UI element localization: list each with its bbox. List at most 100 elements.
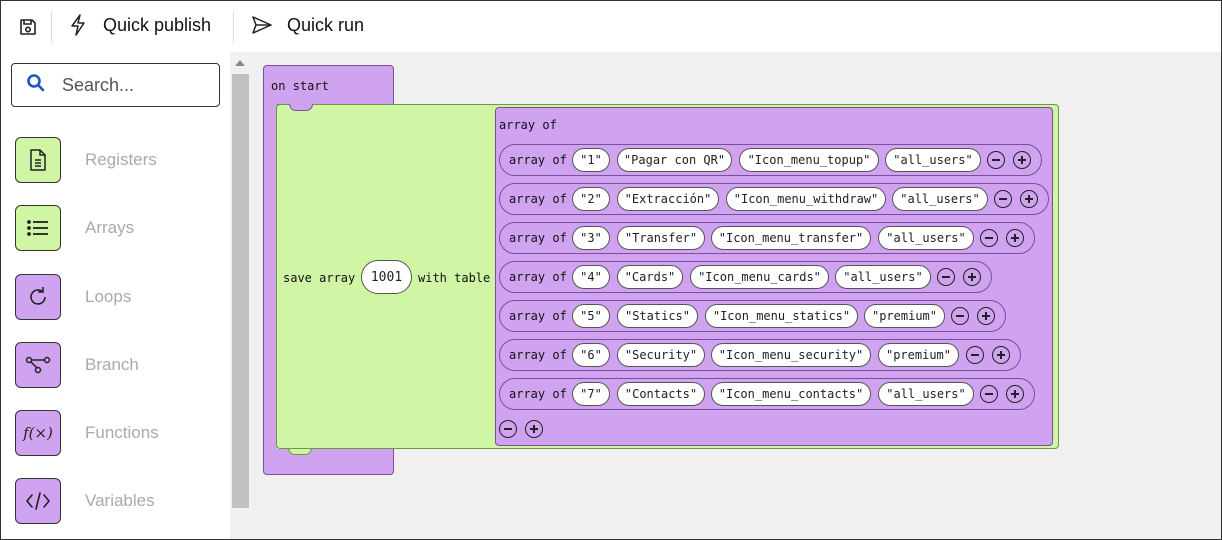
block-notch — [288, 448, 312, 455]
on-start-block-body — [263, 104, 277, 450]
value-field[interactable]: "Cards" — [617, 265, 683, 289]
toolbar-divider — [233, 11, 234, 43]
value-field[interactable]: "Icon_menu_statics" — [705, 304, 858, 328]
array-row[interactable]: array of "7" "Contacts" "Icon_menu_conta… — [499, 378, 1035, 410]
minus-icon[interactable] — [994, 190, 1012, 208]
category-label: Loops — [85, 287, 132, 306]
minus-icon[interactable] — [980, 229, 998, 247]
lightning-icon — [67, 14, 89, 36]
block-notch — [289, 104, 313, 111]
code-icon — [15, 478, 61, 524]
value-field[interactable]: "Icon_menu_withdraw" — [726, 187, 886, 211]
quick-publish-button[interactable]: Quick publish — [67, 14, 211, 36]
plus-icon[interactable] — [1006, 385, 1024, 403]
function-icon: f(×) — [15, 410, 61, 456]
array-row[interactable]: array of "3" "Transfer" "Icon_menu_trans… — [499, 222, 1035, 254]
value-field[interactable]: "all_users" — [835, 265, 931, 289]
quick-publish-label: Quick publish — [103, 14, 212, 35]
document-icon — [15, 137, 61, 183]
value-field[interactable]: "Icon_menu_security" — [711, 343, 871, 367]
value-field[interactable]: "4" — [572, 265, 610, 289]
value-field[interactable]: "Contacts" — [617, 382, 705, 406]
plus-icon[interactable] — [525, 420, 543, 438]
array-of-label: array of — [509, 270, 567, 284]
array-of-label: array of — [509, 153, 567, 167]
send-icon — [251, 14, 273, 36]
minus-icon[interactable] — [937, 268, 955, 286]
toolbar: Quick publish Quick run — [1, 1, 1221, 52]
array-of-label: array of — [509, 309, 567, 323]
value-field[interactable]: "Security" — [617, 343, 705, 367]
array-of-label: array of — [509, 192, 567, 206]
category-loops[interactable]: Loops — [15, 274, 131, 320]
value-field[interactable]: "Extracción" — [617, 187, 719, 211]
on-start-block-footer — [263, 448, 394, 475]
value-field[interactable]: "Transfer" — [617, 226, 705, 250]
with-table-label: with table — [418, 271, 491, 285]
value-field[interactable]: "premium" — [864, 304, 945, 328]
value-field[interactable]: "premium" — [878, 343, 959, 367]
plus-icon[interactable] — [977, 307, 995, 325]
value-field[interactable]: "6" — [572, 343, 610, 367]
minus-icon[interactable] — [980, 385, 998, 403]
array-of-label: array of — [509, 387, 567, 401]
quick-run-label: Quick run — [287, 14, 365, 35]
array-row[interactable]: array of "1" "Pagar con QR" "Icon_menu_t… — [499, 144, 1042, 176]
category-label: Functions — [85, 423, 159, 442]
category-label: Registers — [85, 150, 157, 169]
category-registers[interactable]: Registers — [15, 137, 157, 183]
value-field[interactable]: "all_users" — [892, 187, 988, 211]
plus-icon[interactable] — [992, 346, 1010, 364]
category-functions[interactable]: f(×) Functions — [15, 410, 159, 456]
scroll-up-arrow-icon[interactable] — [235, 60, 245, 66]
minus-icon[interactable] — [966, 346, 984, 364]
sidebar: Registers Arrays Loops — [1, 52, 230, 539]
value-field[interactable]: "5" — [572, 304, 610, 328]
minus-icon[interactable] — [499, 420, 517, 438]
category-arrays[interactable]: Arrays — [15, 205, 134, 251]
plus-icon[interactable] — [1006, 229, 1024, 247]
value-field[interactable]: "3" — [572, 226, 610, 250]
value-field[interactable]: "Icon_menu_transfer" — [711, 226, 871, 250]
array-row[interactable]: array of "2" "Extracción" "Icon_menu_wit… — [499, 183, 1049, 215]
value-field[interactable]: "1" — [572, 148, 610, 172]
branch-icon — [15, 342, 61, 388]
array-row[interactable]: array of "5" "Statics" "Icon_menu_static… — [499, 300, 1006, 332]
plus-icon[interactable] — [1020, 190, 1038, 208]
value-field[interactable]: "all_users" — [885, 148, 981, 172]
value-field[interactable]: "Icon_menu_cards" — [690, 265, 829, 289]
array-row[interactable]: array of "4" "Cards" "Icon_menu_cards" "… — [499, 261, 992, 293]
value-field[interactable]: "7" — [572, 382, 610, 406]
on-start-block[interactable]: on start — [263, 65, 394, 105]
value-field[interactable]: "2" — [572, 187, 610, 211]
category-label: Variables — [85, 491, 155, 510]
on-start-label: on start — [271, 79, 329, 93]
loop-icon — [15, 274, 61, 320]
category-label: Arrays — [85, 218, 135, 237]
value-field[interactable]: "Statics" — [617, 304, 698, 328]
minus-icon[interactable] — [987, 151, 1005, 169]
search-input[interactable] — [60, 73, 200, 97]
value-field[interactable]: "Icon_menu_contacts" — [711, 382, 871, 406]
array-of-label: array of — [509, 231, 567, 245]
array-row[interactable]: array of "6" "Security" "Icon_menu_secur… — [499, 339, 1021, 371]
array-of-label: array of — [509, 348, 567, 362]
search-box[interactable] — [11, 63, 220, 107]
table-id-input[interactable]: 1001 — [361, 260, 412, 294]
array-of-label: array of — [499, 118, 557, 132]
plus-icon[interactable] — [963, 268, 981, 286]
value-field[interactable]: "all_users" — [878, 382, 974, 406]
value-field[interactable]: "Pagar con QR" — [617, 148, 732, 172]
value-field[interactable]: "all_users" — [878, 226, 974, 250]
list-icon — [15, 205, 61, 251]
quick-run-button[interactable]: Quick run — [251, 14, 364, 36]
save-array-label: save array — [283, 271, 356, 285]
search-icon — [26, 73, 46, 98]
category-branch[interactable]: Branch — [15, 342, 139, 388]
category-variables[interactable]: Variables — [15, 478, 155, 524]
minus-icon[interactable] — [951, 307, 969, 325]
value-field[interactable]: "Icon_menu_topup" — [739, 148, 879, 172]
scrollbar-thumb[interactable] — [232, 74, 249, 508]
plus-icon[interactable] — [1013, 151, 1031, 169]
save-icon[interactable] — [17, 16, 39, 38]
